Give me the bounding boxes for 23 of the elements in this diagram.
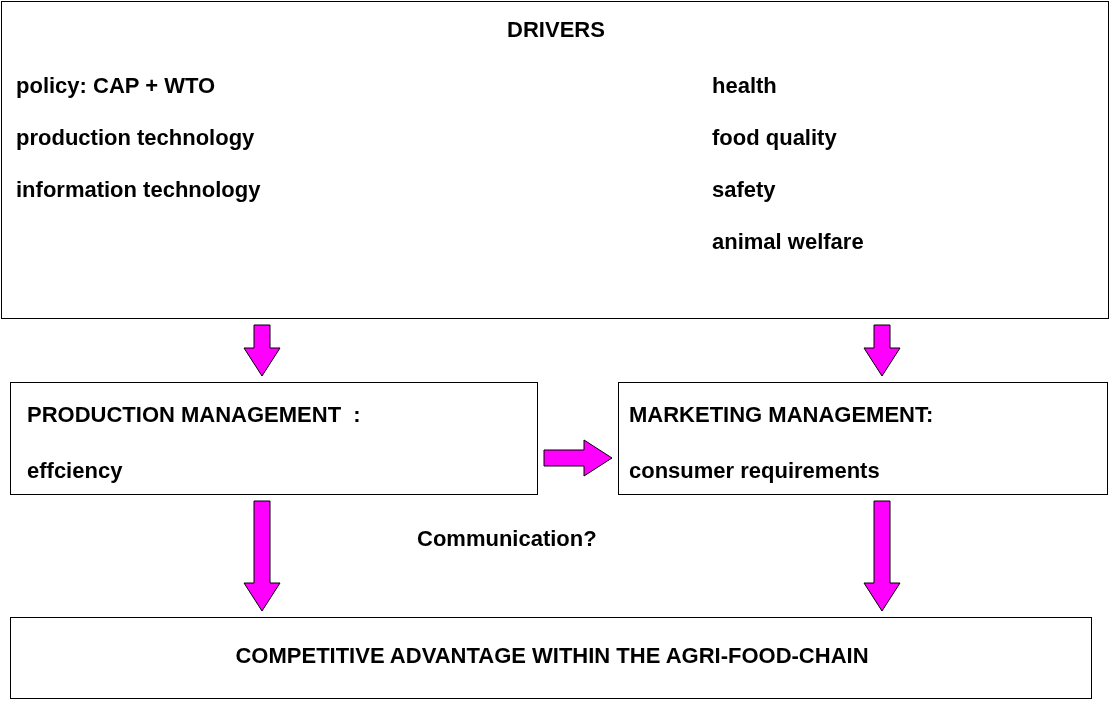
text-box: [618, 382, 1108, 495]
item-text: consumer requirements: [629, 457, 880, 485]
note-text: Communication?: [417, 525, 597, 553]
item-text: food quality: [712, 124, 837, 152]
block-arrow: [543, 439, 613, 477]
text-box: [1, 1, 1109, 319]
text-box: [10, 617, 1092, 699]
block-arrow: [863, 324, 901, 377]
heading-text: PRODUCTION MANAGEMENT :: [27, 401, 361, 429]
text-box: [10, 382, 538, 495]
item-text: production technology: [16, 124, 255, 152]
block-arrow: [863, 500, 901, 612]
heading-text: MARKETING MANAGEMENT:: [629, 401, 934, 429]
item-text: information technology: [16, 176, 261, 204]
item-text: safety: [712, 176, 776, 204]
heading-text: DRIVERS: [506, 16, 606, 44]
block-arrow: [243, 324, 281, 377]
item-text: effciency: [27, 457, 123, 485]
item-text: health: [712, 72, 777, 100]
item-text: COMPETITIVE ADVANTAGE WITHIN THE AGRI-FOOD-CHAIN: [234, 642, 870, 670]
item-text: animal welfare: [712, 228, 864, 256]
block-arrow: [243, 500, 281, 612]
item-text: policy: CAP + WTO: [16, 72, 216, 100]
